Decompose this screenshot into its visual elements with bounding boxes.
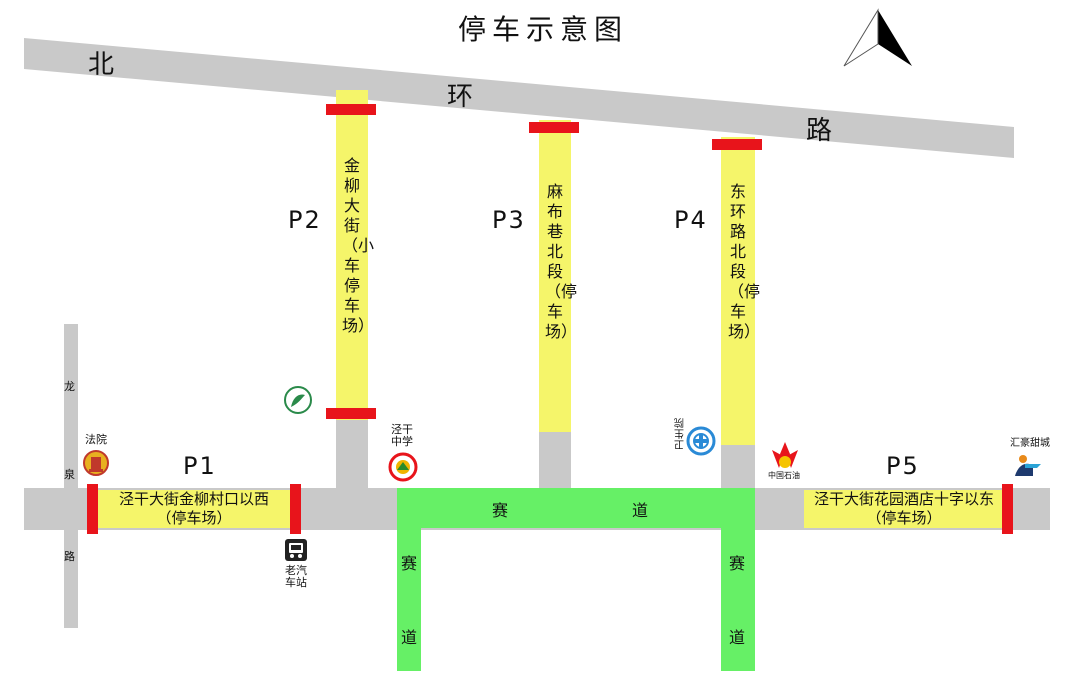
p3-north-barrier: [529, 122, 579, 133]
west-road-char-1: 龙: [64, 380, 75, 393]
p1-parking-area: [96, 490, 292, 528]
p1-name-line1: 泾干大街金柳村口以西: [118, 490, 269, 508]
p3-name: 麻布巷北段（停车场）: [545, 182, 578, 341]
p3-connector-road: [539, 432, 571, 490]
p2-parking-area: [336, 90, 368, 420]
north-arrow-icon: [843, 8, 912, 67]
race-track-right: [721, 488, 755, 671]
p5-name: 泾干大街花园酒店十字以东 （停车场）: [804, 490, 1004, 528]
west-road-char-2: 泉: [64, 468, 75, 481]
p2-connector-road: [336, 420, 368, 490]
bus-icon: [285, 539, 307, 561]
clinic-icon: [686, 426, 716, 456]
p2-north-barrier: [326, 104, 376, 115]
p3-parking-area: [539, 120, 571, 432]
p5-name-line1: 泾干大街花园酒店十字以东: [813, 490, 994, 508]
mall-label: 汇豪甜城: [1010, 438, 1050, 449]
mall-logo-icon: [1015, 455, 1041, 476]
school-emblem-icon: [388, 452, 418, 482]
court-emblem-icon: [83, 450, 109, 476]
west-road-char-3: 路: [64, 550, 75, 563]
p5-east-barrier: [1002, 484, 1013, 534]
clinic-label: 卫生院: [674, 416, 684, 449]
petrochina-logo-icon: [772, 442, 798, 468]
p5-label: P5: [886, 452, 920, 480]
race-track-top: [397, 488, 755, 528]
p1-east-barrier: [290, 484, 301, 534]
north-road-char-2: 环: [447, 82, 474, 112]
court-label: 法院: [85, 433, 107, 446]
p4-label: P4: [674, 206, 708, 234]
p4-parking-area: [721, 137, 755, 445]
p2-name: 金柳大街（小车停车场）: [342, 156, 375, 335]
north-road-char-1: 北: [88, 50, 115, 80]
p2-south-barrier: [326, 408, 376, 419]
race-track-left: [397, 488, 421, 671]
north-ring-road: [24, 38, 1014, 158]
map-title: 停车示意图: [457, 13, 628, 46]
p4-north-barrier: [712, 139, 762, 150]
race-track-left-char-2: 道: [401, 628, 418, 647]
p5-parking-area: [804, 490, 1004, 528]
school-label: 泾干中学: [391, 423, 413, 448]
north-road-char-3: 路: [806, 116, 833, 146]
p3-label: P3: [492, 206, 526, 234]
p5-name-line2: （停车场）: [866, 509, 942, 527]
park-logo-icon: [284, 386, 312, 414]
p1-label: P1: [183, 452, 217, 480]
race-track-top-char-1: 赛: [492, 501, 509, 520]
p1-name-line2: （停车场）: [156, 509, 232, 527]
p4-name: 东环路北段（停车场）: [728, 182, 761, 341]
race-track-right-char-1: 赛: [729, 554, 746, 573]
petrochina-label: 中国石油: [768, 471, 800, 480]
race-track-left-char-1: 赛: [401, 554, 418, 573]
race-track-right-char-2: 道: [729, 628, 746, 647]
p1-west-barrier: [87, 484, 98, 534]
p2-label: P2: [288, 206, 322, 234]
bus-station-label: 老汽车站: [285, 564, 307, 589]
p4-connector-road: [721, 445, 755, 490]
longquan-road: [64, 324, 78, 628]
p1-name: 泾干大街金柳村口以西 （停车场）: [96, 490, 292, 528]
race-track-top-char-2: 道: [632, 501, 649, 520]
